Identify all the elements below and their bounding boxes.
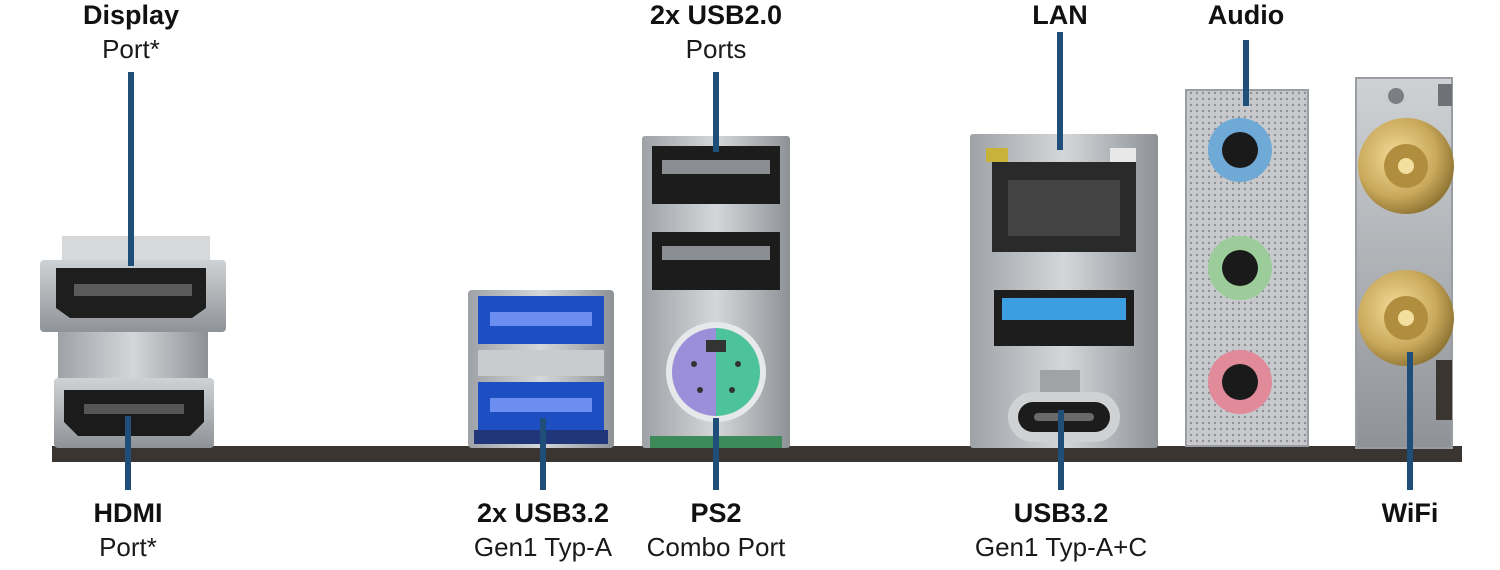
label-wifi-title: WiFi: [1381, 498, 1439, 528]
usb20-ps2-connector: [642, 136, 790, 448]
label-ps2-sub: Combo Port: [646, 532, 786, 562]
label-hdmi-sub: Port*: [99, 532, 157, 562]
label-usb20: 2x USB2.0 Ports: [626, 0, 806, 66]
label-lan-title: LAN: [1032, 0, 1088, 30]
label-audio-title: Audio: [1207, 0, 1285, 30]
label-usb20-title: 2x USB2.0: [649, 0, 783, 30]
label-hdmi-title: HDMI: [93, 498, 163, 528]
label-usb32a: 2x USB3.2 Gen1 Typ-A: [448, 496, 638, 564]
wifi-antenna-connectors: [1355, 77, 1454, 449]
label-hdmi: HDMI Port*: [48, 496, 208, 564]
label-displayport-sub: Port*: [102, 34, 160, 64]
label-displayport: Display Port*: [51, 0, 211, 66]
label-usb32ac-title: USB3.2: [1013, 498, 1109, 528]
label-usb20-sub: Ports: [685, 34, 747, 64]
label-displayport-title: Display: [82, 0, 180, 30]
displayport-hdmi-connector: [40, 236, 226, 448]
label-usb32a-title: 2x USB3.2: [476, 498, 610, 528]
leader-lines: [125, 32, 1413, 490]
label-audio: Audio: [1186, 0, 1306, 32]
label-ps2-title: PS2: [690, 498, 742, 528]
label-usb32ac: USB3.2 Gen1 Typ-A+C: [956, 496, 1166, 564]
lan-usb32-ac-connector: [970, 134, 1158, 448]
label-ps2: PS2 Combo Port: [626, 496, 806, 564]
audio-jacks: [1185, 89, 1309, 447]
label-usb32a-sub: Gen1 Typ-A: [473, 532, 613, 562]
motherboard-edge: [52, 446, 1462, 462]
label-usb32ac-sub: Gen1 Typ-A+C: [974, 532, 1148, 562]
label-wifi: WiFi: [1350, 496, 1470, 530]
label-lan: LAN: [1000, 0, 1120, 32]
